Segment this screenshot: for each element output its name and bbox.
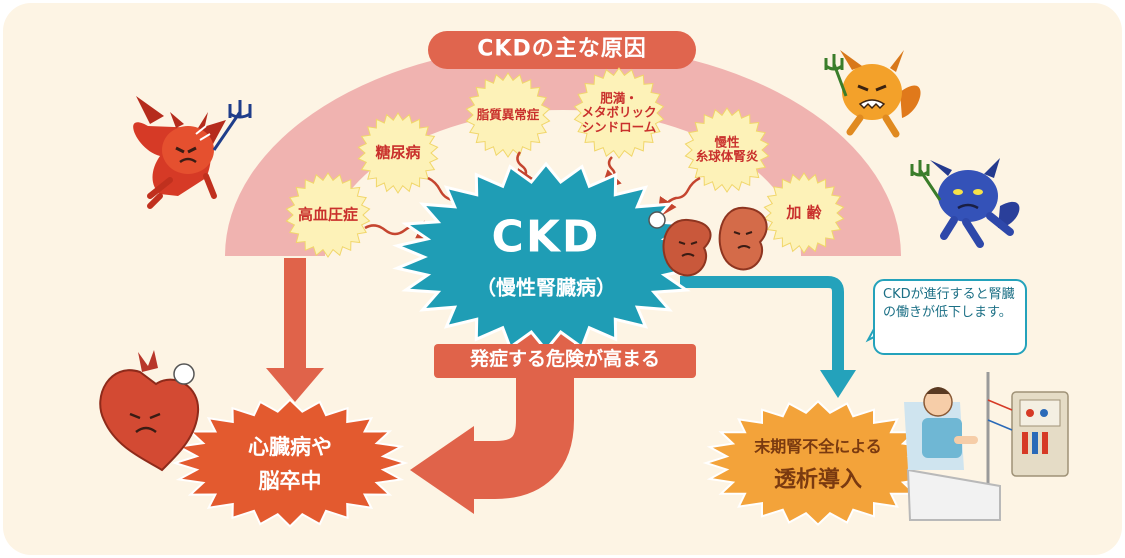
cause-label-glomerulonephritis: 慢性 糸球体腎炎 [695, 134, 759, 164]
dialysis-burst [702, 400, 934, 526]
ckd-subtitle: （慢性腎臓病） [476, 275, 616, 300]
heart-stroke-burst [171, 398, 409, 528]
cause-label-dyslipidemia: 脂質異常症 [476, 106, 540, 122]
note-text: CKDが進行すると腎臓の働きが低下します。 [883, 287, 1015, 320]
cause-burst-aging [763, 172, 845, 254]
dialysis-patient-icon [904, 372, 1069, 521]
devil-icon [133, 96, 252, 209]
risk-banner [434, 344, 696, 378]
page-title: CKDの主な原因 [477, 36, 647, 62]
causes-arc-band [225, 44, 901, 256]
devil-icon [910, 158, 1020, 248]
outcome-right-line2: 透析導入 [773, 467, 863, 493]
arrow-to-heart-disease [266, 258, 324, 402]
note-callout [865, 279, 1027, 355]
cause-label-diabetes: 糖尿病 [375, 143, 421, 162]
cause-burst-dyslipidemia [465, 72, 551, 158]
kidney-icon [648, 206, 768, 277]
arrow-glomerulonephritis [657, 176, 701, 219]
cause-label-hypertension: 高血圧症 [297, 205, 359, 224]
cause-label-aging: 加 齢 [786, 203, 822, 222]
cause-burst-glomerulonephritis [684, 107, 770, 193]
heart-icon [99, 350, 200, 472]
ckd-title: CKD [491, 211, 601, 263]
cause-burst-metabolic [573, 67, 665, 159]
cause-burst-diabetes [357, 112, 439, 194]
devil-icon [824, 50, 921, 138]
arrow-risk-uturn [410, 300, 574, 514]
arrow-to-dialysis [680, 276, 856, 398]
cause-burst-hypertension [285, 172, 371, 258]
outcome-left-line1: 心臓病や [248, 434, 332, 459]
outcome-left-line2: 脳卒中 [258, 468, 322, 493]
risk-banner-label: 発症する危険が高まる [469, 348, 661, 371]
cause-label-metabolic: 肥満・ メタボリック シンドローム [581, 90, 657, 135]
title-band [428, 31, 696, 69]
outcome-right-line1: 末期腎不全による [754, 436, 882, 456]
